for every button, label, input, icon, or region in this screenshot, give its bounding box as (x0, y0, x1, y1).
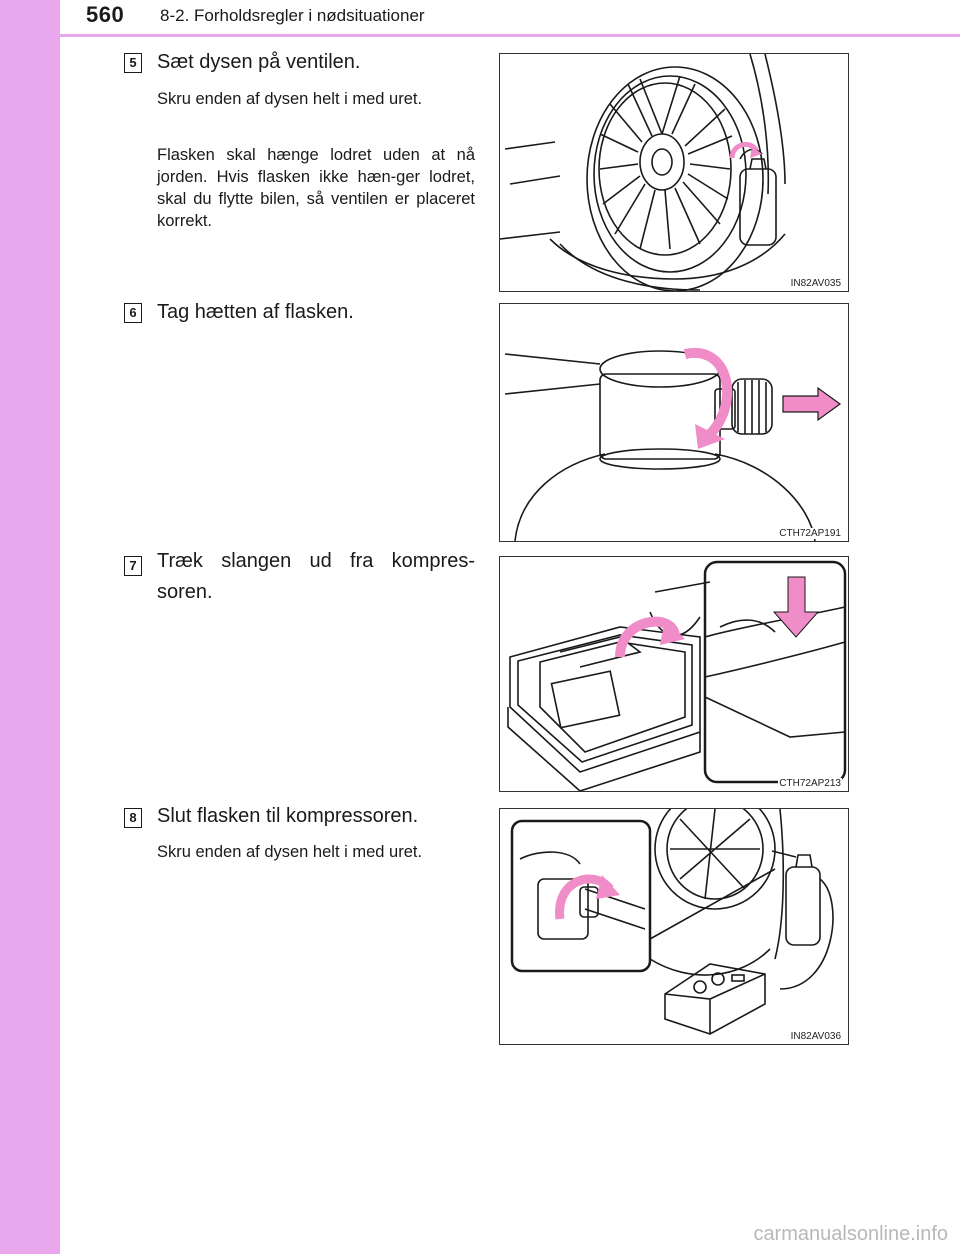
bottle-compressor-illustration (510, 809, 834, 1035)
wheel-illustration (500, 54, 786, 291)
step-paragraph: Skru enden af dysen helt i med uret. (157, 90, 423, 108)
compressor-hose-illustration (507, 560, 847, 791)
page-number: 560 (86, 2, 125, 27)
figure-code: IN82AV036 (789, 1031, 842, 1042)
figure-connect-bottle: IN82AV036 (499, 808, 849, 1045)
figure-code: IN82AV035 (789, 278, 842, 289)
figure-code: CTH72AP191 (778, 528, 842, 539)
step-title: Slut flasken til kompressoren. (157, 805, 419, 827)
header-divider (0, 34, 960, 37)
step-number-badge: 7 (124, 556, 142, 576)
step-paragraph: Flasken skal hænge lodret uden at nå jor… (157, 146, 475, 230)
step-number-badge: 8 (124, 808, 142, 828)
bottle-cap-illustration (504, 347, 842, 541)
figure-pull-hose: CTH72AP213 (499, 556, 849, 792)
step-number-badge: 6 (124, 303, 142, 323)
section-title: 8-2. Forholdsregler i nødsituationer (160, 6, 425, 25)
step-paragraph: Skru enden af dysen helt i med uret. (157, 843, 423, 861)
step-title: Sæt dysen på ventilen. (157, 51, 361, 73)
step-number-badge: 5 (124, 53, 142, 73)
figure-code: CTH72AP213 (778, 778, 842, 789)
watermark: carmanualsonline.info (753, 1223, 948, 1245)
sidebar-tab (0, 0, 60, 1254)
step-title: Træk slangen ud fra kompres-soren. (157, 550, 475, 603)
page-header (60, 0, 960, 33)
step-title: Tag hætten af flasken. (157, 301, 354, 323)
figure-nozzle-on-valve: IN82AV035 (499, 53, 849, 292)
figure-remove-cap: CTH72AP191 (499, 303, 849, 542)
